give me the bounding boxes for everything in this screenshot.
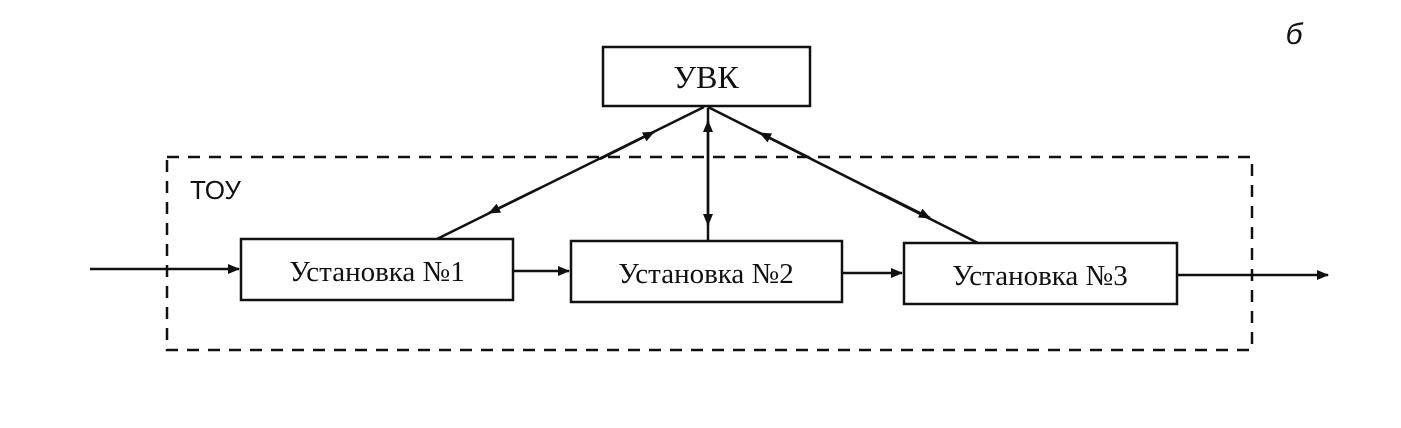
unit-label-3: Установка №3 bbox=[952, 260, 1127, 292]
unit-label-1: Установка №1 bbox=[289, 256, 464, 288]
unit-node-3: Установка №3 bbox=[902, 241, 1179, 306]
controller-node: УВК bbox=[601, 45, 812, 108]
figure-letter: б bbox=[1286, 18, 1304, 51]
link-controller-unit-3 bbox=[707, 105, 979, 245]
unit-node-2: Установка №2 bbox=[569, 239, 844, 304]
unit-node-1: Установка №1 bbox=[239, 237, 515, 302]
unit-label-2: Установка №2 bbox=[618, 258, 793, 290]
object-boundary-label: ТОУ bbox=[190, 175, 241, 205]
link-controller-unit-1 bbox=[436, 105, 705, 241]
object-boundary bbox=[165, 155, 1254, 352]
controller-label: УВК bbox=[673, 59, 739, 95]
